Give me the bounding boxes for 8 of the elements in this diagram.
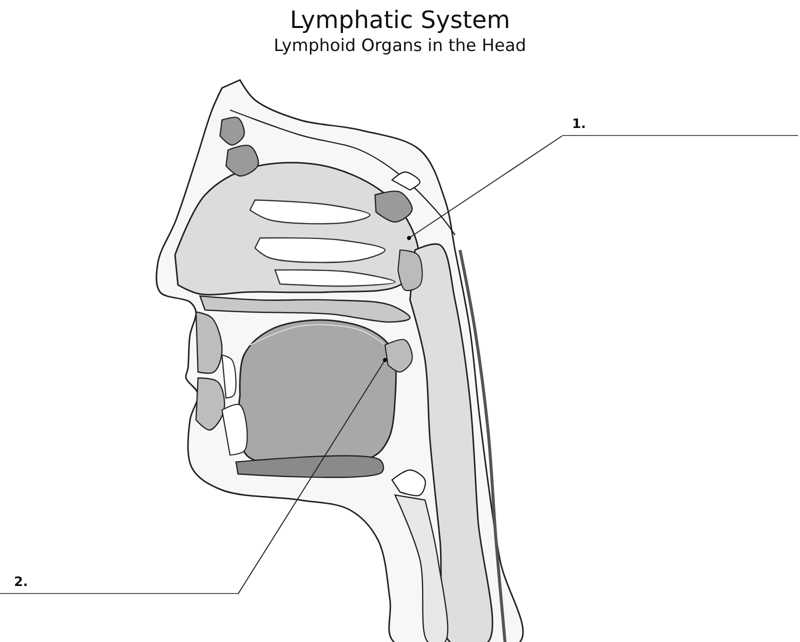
leader-line (238, 358, 387, 594)
subtitle: Lymphoid Organs in the Head (272, 36, 528, 56)
title: Lymphatic System (288, 6, 512, 34)
leader-line (407, 136, 562, 240)
callout-number: 2. (14, 575, 28, 590)
fill-in-line (0, 576, 238, 594)
fill-in-line (562, 118, 798, 136)
callout-number: 1. (572, 117, 586, 132)
